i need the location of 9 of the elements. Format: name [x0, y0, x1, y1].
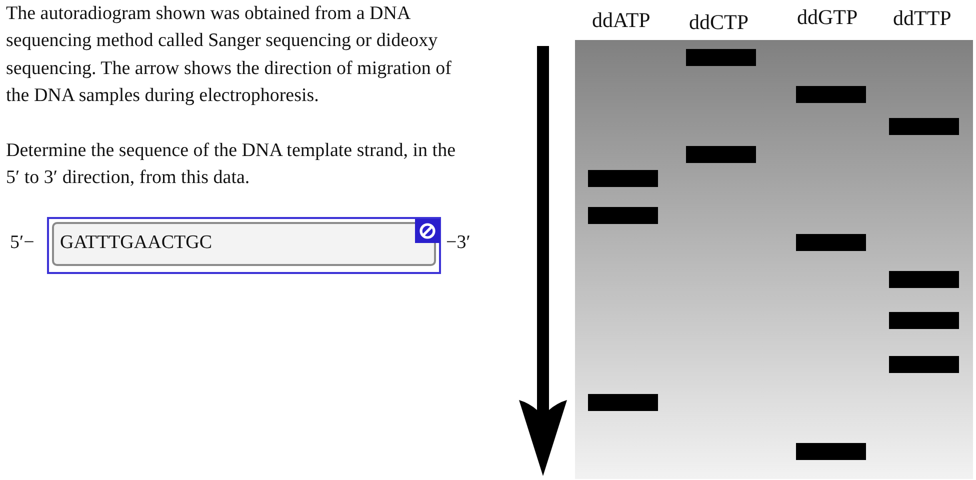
- question-text: Determine the sequence of the DNA template strand, in the 5′ to 3′ direction, from this data.: [6, 139, 457, 190]
- strand-end-label: −3′: [446, 232, 470, 254]
- strand-end-label: 5′−: [10, 232, 34, 254]
- lane-label: ddCTP: [689, 10, 749, 34]
- lane-label: ddGTP: [797, 5, 858, 29]
- lane-label: ddATP: [592, 8, 650, 32]
- question-text: The autoradiogram shown was obtained from a DNA sequencing method called Sanger sequencing or dideoxy sequencing. The arrow shows the direction of migration of the DNA samples during electrophoresis.: [6, 2, 453, 108]
- answer-field: GATTTGAACTGC: [47, 217, 441, 274]
- lane-label: ddTTP: [893, 6, 952, 30]
